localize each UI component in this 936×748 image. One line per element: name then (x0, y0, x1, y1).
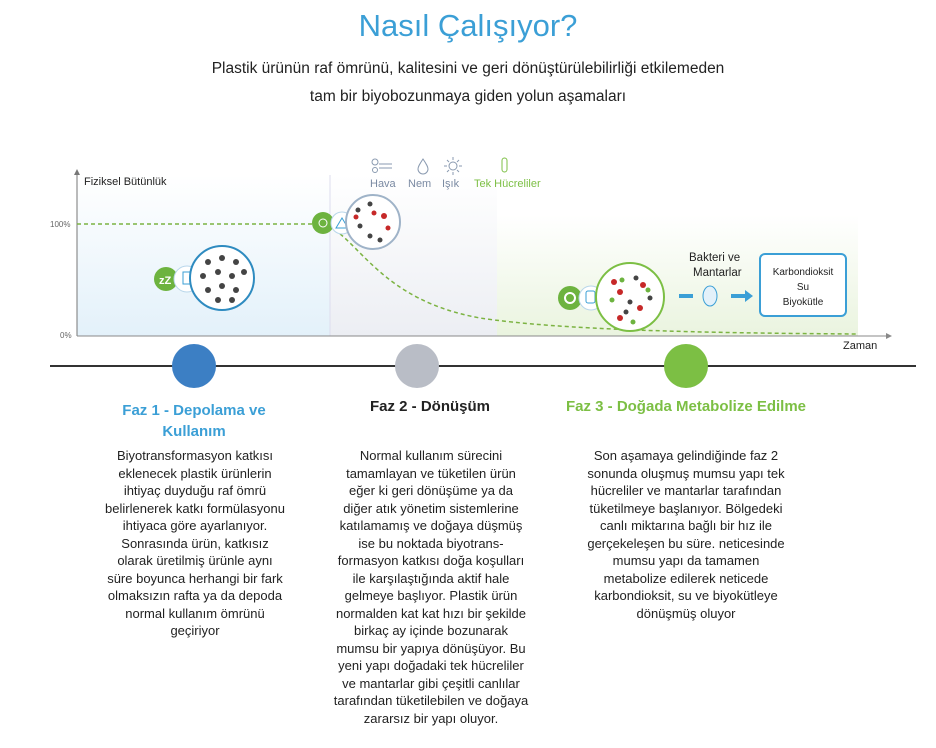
y-tick-100: 100% (50, 220, 70, 229)
outputs-box (759, 253, 847, 317)
factor-label-tek-hucreliler: Tek Hücreliler (474, 178, 541, 190)
subtitle-line-2: tam bir biyobozunmaya giden yolun aşamal… (309, 88, 627, 105)
phase2-title: Faz 2 - Dönüşüm (369, 398, 490, 415)
arrow-right-icon (731, 290, 753, 302)
polymer-degrading-illustration (312, 194, 401, 250)
y-tick-0: 0% (60, 331, 72, 340)
phase2-panel (330, 175, 497, 336)
wind-icon (371, 158, 392, 173)
factor-label-isik: Işık (442, 178, 460, 190)
microbes-label-2: Mantarlar (693, 267, 742, 279)
cell-icon (501, 157, 508, 173)
phase2-body: Normal kullanım sürecini tamamlayan ve t… (333, 448, 529, 726)
phase3-marker[interactable] (664, 344, 708, 388)
subtitle-line-1: Plastik ürünün raf ömrünü, kalitesini ve… (211, 60, 725, 77)
phase2-marker[interactable] (395, 344, 439, 388)
integrity-curve (77, 223, 859, 335)
phase1-title: Faz 1 - Depolama ve Kullanım (122, 402, 266, 440)
flow-bar (679, 294, 693, 298)
droplet-icon (417, 158, 429, 175)
phase1-body: Biyotransformasyon katkısı eklenecek pla… (105, 448, 285, 638)
x-axis-arrow (886, 333, 892, 339)
output-co2: Karbondioksit (773, 267, 834, 278)
y-axis-arrow (74, 169, 80, 175)
integrity-chart: Fiziksel Bütünlük 100% 0% Zaman Hava Nem… (50, 157, 916, 388)
output-water: Su (797, 282, 809, 293)
microbes-label-1: Bakteri ve (689, 252, 740, 264)
phase3-title: Faz 3 - Doğada Metabolize Edilme (565, 398, 807, 415)
svg-text:zZ: zZ (159, 275, 172, 287)
y-axis-label: Fiziksel Bütünlük (84, 176, 167, 188)
phase1-marker[interactable] (172, 344, 216, 388)
factor-label-nem: Nem (408, 178, 431, 190)
x-axis-label: Zaman (843, 340, 877, 352)
page-title: Nasıl Çalışıyor? (358, 8, 578, 43)
sun-icon (444, 157, 462, 175)
phase3-body: Son aşamaya gelindiğinde faz 2 sonunda o… (587, 448, 785, 621)
polymer-consumed-illustration (558, 262, 665, 332)
polymer-intact-illustration: zZ (154, 245, 255, 311)
output-biomass: Biyokütle (783, 297, 824, 308)
factor-label-hava: Hava (370, 178, 397, 190)
bacteria-icon (702, 285, 718, 307)
